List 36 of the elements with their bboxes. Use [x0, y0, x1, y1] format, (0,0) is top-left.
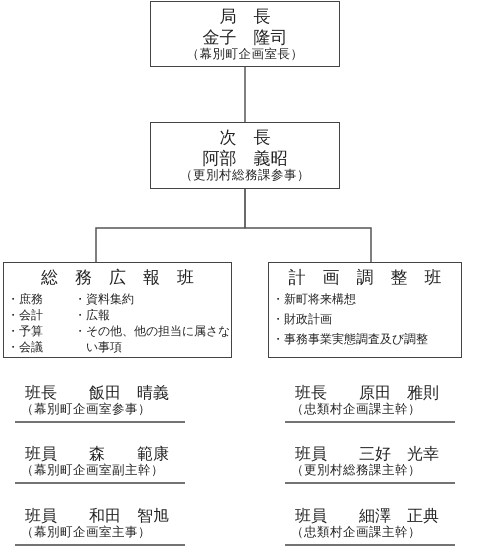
position-box — [150, 122, 340, 189]
team-title: 総 務 広 報 班 — [40, 267, 195, 289]
affiliation: （忠類村企画課主幹） — [291, 524, 421, 541]
duty-item: ・その他、他の担当に属さない事項 — [74, 323, 231, 355]
team-box — [268, 262, 462, 358]
person-name: 阿部 義昭 — [202, 148, 288, 168]
duty-item: ・会議 — [7, 339, 43, 356]
affiliation: （忠類村企画課主幹） — [291, 401, 421, 418]
connector-line — [244, 67, 246, 122]
duty-item: ・新町将来構想 — [272, 291, 356, 308]
member-name: 班長 飯田 晴義 — [25, 384, 169, 402]
duty-item: ・財政計画 — [272, 311, 332, 328]
member-name: 班員 細澤 正典 — [295, 506, 439, 526]
member-name: 班員 三好 光幸 — [295, 444, 439, 464]
team-title: 計 画 調 整 班 — [288, 267, 442, 289]
person-name: 金子 隆司 — [202, 27, 288, 48]
affiliation: （幕別町企画室主事） — [21, 524, 151, 541]
duty-item: ・資料集約 — [74, 291, 135, 307]
duty-item: ・予算 — [7, 323, 43, 340]
member-name: 班員 和田 智旭 — [25, 506, 169, 526]
position-title: 局 長 — [218, 6, 272, 28]
duty-item: ・庶務 — [7, 291, 43, 308]
team-box — [3, 262, 232, 358]
member-name: 班長 原田 雅則 — [295, 384, 439, 402]
duty-item: ・広報 — [74, 307, 111, 323]
affiliation: （更別村総務課参事） — [179, 167, 311, 184]
position-box — [150, 1, 340, 67]
affiliation: （幕別町企画室副主幹） — [21, 462, 164, 479]
position-title: 次 長 — [218, 127, 272, 149]
affiliation: （更別村総務課主幹） — [291, 462, 421, 479]
member-name: 班員 森 範康 — [25, 444, 169, 464]
connector-line — [244, 189, 372, 262]
duty-item: ・事務事業実態調査及び調整 — [272, 331, 428, 348]
affiliation: （幕別町企画室参事） — [21, 401, 151, 418]
duty-item: ・会計 — [7, 307, 43, 324]
affiliation: （幕別町企画室長） — [186, 46, 304, 63]
